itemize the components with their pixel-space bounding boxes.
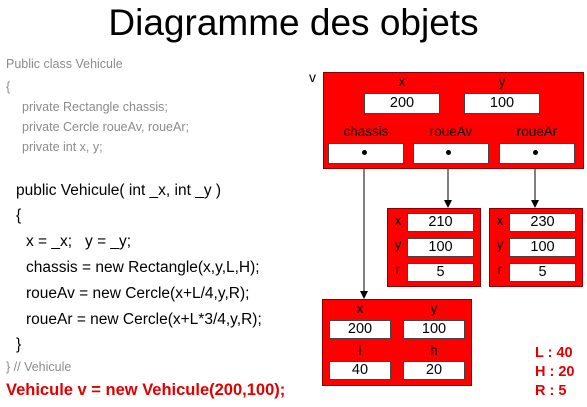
constant-L: L : 40 — [535, 345, 573, 361]
constant-H: H : 20 — [535, 364, 575, 380]
roueav-x-field: 210 — [407, 213, 474, 232]
code-assign-roueav: roueAv = new Cercle(x+L/4,y,R); — [26, 285, 250, 302]
vehicule-y-label: y — [498, 74, 506, 89]
rouear-x-field: 230 — [509, 213, 576, 232]
code-assign-rouear: roueAr = new Cercle(x+L*3/4,y,R); — [26, 311, 262, 328]
roueav-cercle-object: x y r 210 100 5 — [387, 208, 481, 287]
vehicule-x-label: x — [398, 74, 406, 89]
rouear-y-label: y — [496, 237, 504, 252]
roueav-y-label: y — [394, 237, 402, 252]
rectangle-h-field: 20 — [403, 361, 465, 380]
page-title: Diagramme des objets — [108, 2, 479, 43]
roueav-r-label: r — [395, 262, 401, 277]
roueav-r-field: 5 — [407, 263, 474, 282]
rectangle-chassis-object: x y 200 100 l h 40 20 — [322, 299, 472, 386]
rectangle-l-label: l — [358, 343, 362, 358]
rectangle-x-label: x — [356, 301, 364, 316]
code-field-chassis: private Rectangle chassis; — [22, 100, 168, 114]
code-instantiation: Vehicule v = new Vehicule(200,100); — [6, 381, 286, 399]
code-class-header: Public class Vehicule — [6, 57, 123, 71]
vehicule-chassis-label: chassis — [343, 124, 389, 139]
constant-R: R : 5 — [535, 383, 567, 399]
code-assign-xy: x = _x; y = _y; — [26, 233, 132, 250]
rouear-r-label: r — [497, 262, 503, 277]
code-field-roues: private Cercle roueAv, roueAr; — [22, 120, 189, 134]
rectangle-x-field: 200 — [329, 320, 391, 339]
vehicule-x-field: 200 — [364, 93, 440, 114]
vehicule-object: x y 200 100 chassis roueAv roueAr — [323, 72, 584, 169]
code-field-xy: private int x, y; — [22, 140, 103, 154]
variable-v-label: v — [309, 69, 316, 85]
rectangle-y-label: y — [430, 301, 438, 316]
code-constructor: public Vehicule( int _x, int _y ) — [16, 182, 222, 199]
roueav-ref-dot — [446, 150, 451, 155]
vehicule-y-field: 100 — [464, 93, 540, 114]
rectangle-h-label: h — [430, 343, 438, 358]
rectangle-y-field: 100 — [403, 320, 465, 339]
code-open-brace: { — [6, 80, 11, 94]
rouear-ref-dot — [533, 150, 538, 155]
rouear-cercle-object: x y r 230 100 5 — [489, 208, 583, 287]
vehicule-roueav-ref — [413, 143, 489, 164]
rectangle-l-field: 40 — [329, 361, 391, 380]
code-assign-chassis: chassis = new Rectangle(x,y,L,H); — [26, 259, 260, 276]
rouear-x-label: x — [496, 213, 504, 228]
vehicule-rouear-label: roueAr — [516, 124, 558, 139]
roueav-y-field: 100 — [407, 238, 474, 257]
code-ctor-close: } — [16, 336, 22, 353]
roueav-x-label: x — [394, 213, 402, 228]
rouear-y-field: 100 — [509, 238, 576, 257]
chassis-ref-dot — [362, 150, 367, 155]
code-ctor-open: { — [16, 207, 22, 224]
code-class-close: } // Vehicule — [6, 360, 72, 374]
rouear-r-field: 5 — [509, 263, 576, 282]
vehicule-roueav-label: roueAv — [429, 124, 473, 139]
